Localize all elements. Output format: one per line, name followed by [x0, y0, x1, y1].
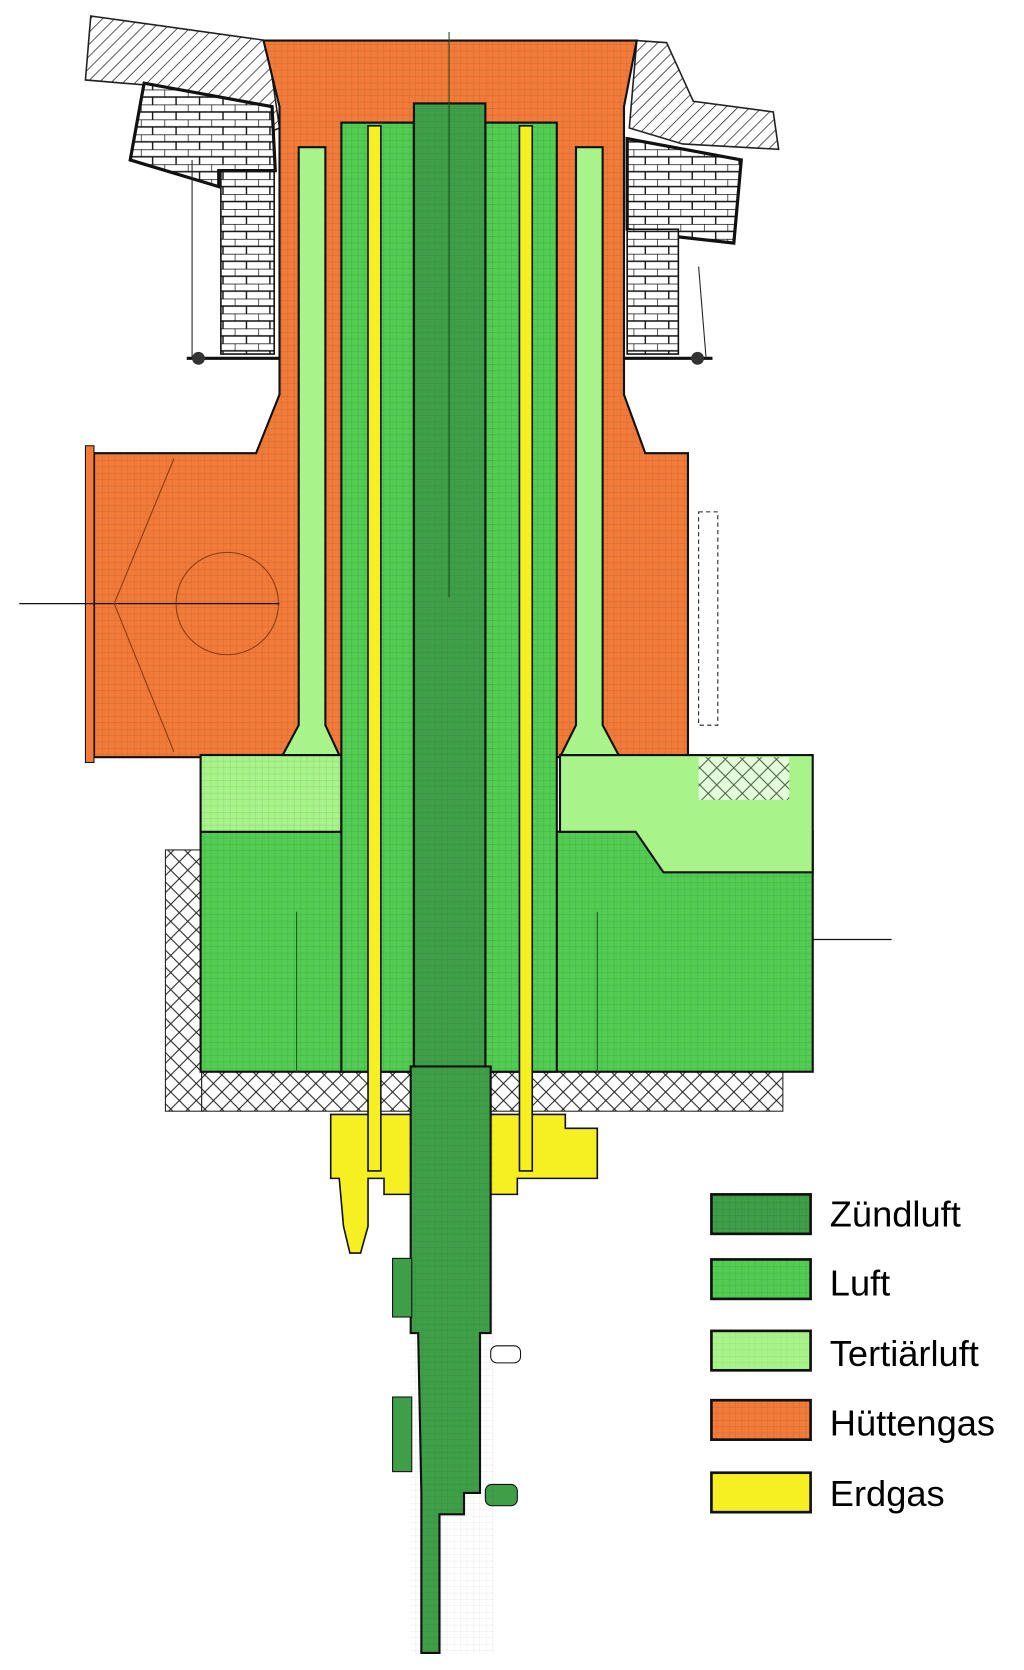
brickwork — [128, 81, 744, 365]
legend-label: Luft — [830, 1263, 890, 1304]
legend-item-tertiaerluft: Tertiärluft — [710, 1329, 979, 1374]
legend-label: Hüttengas — [830, 1402, 995, 1443]
legend-item-luft: Luft — [710, 1258, 890, 1304]
legend-label: Zündluft — [830, 1193, 961, 1234]
legend-item-erdgas: Erdgas — [710, 1471, 945, 1514]
legend-label: Tertiärluft — [830, 1333, 979, 1374]
legend-swatch — [710, 1471, 812, 1514]
legend-item-zuendluft: Zündluft — [710, 1193, 961, 1236]
legend-item-huettengas: Hüttengas — [710, 1398, 995, 1443]
legend-label: Erdgas — [830, 1473, 945, 1514]
zuendluft-lance — [392, 31, 522, 1655]
legend: Zündluft Luft Tertiärluft Hüttengas Erdg… — [710, 1193, 995, 1514]
